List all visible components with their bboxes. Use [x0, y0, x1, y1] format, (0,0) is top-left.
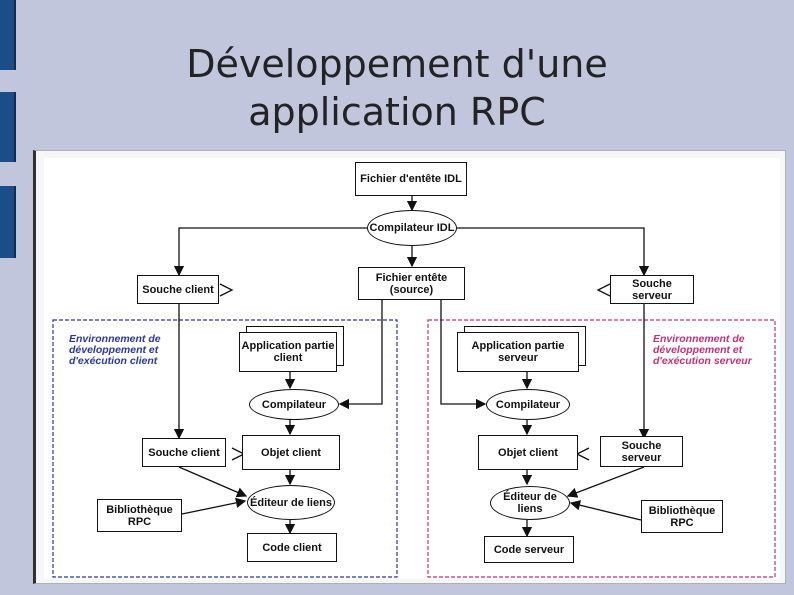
server-compiler-node: Compilateur — [486, 389, 570, 420]
server-compiler-label: Compilateur — [495, 398, 561, 411]
client-rpc-lib-box: Bibliothèque RPC — [97, 499, 182, 532]
edge-client-stub-to-linker — [178, 466, 248, 498]
server-app-box: Application partie serveur — [457, 332, 579, 372]
server-app-label: Application partie serveur — [471, 340, 565, 364]
client-linker-label: Éditeur de liens — [250, 496, 332, 509]
client-compiler-node: Compilateur — [249, 389, 339, 420]
client-linker-node: Éditeur de liens — [247, 485, 335, 520]
edge-server-stub-to-linker — [566, 466, 645, 498]
client-code-box: Code client — [247, 533, 337, 562]
client-env-region — [52, 319, 398, 578]
server-object-label: Objet client — [498, 446, 558, 459]
server-env-label: Environnement de développement et d'exéc… — [653, 333, 752, 367]
server-env-region — [427, 319, 776, 578]
client-app-label: Application partie client — [241, 340, 335, 364]
server-rpc-lib-box: Bibliothèque RPC — [641, 500, 723, 533]
client-code-label: Code client — [262, 541, 322, 554]
server-object-box: Objet client — [478, 435, 578, 470]
server-stub-box: Souche serveur — [600, 436, 683, 467]
server-code-label: Code serveur — [493, 543, 565, 556]
idl-compiler-node: Compilateur IDL — [367, 210, 457, 246]
client-stub-top-box: Souche client — [137, 275, 219, 304]
server-linker-node: Éditeur de liens — [490, 486, 570, 520]
server-rpc-lib-label: Bibliothèque RPC — [648, 504, 716, 529]
client-stub-top-label: Souche client — [142, 283, 214, 296]
edge-client-lib-to-linker — [181, 497, 247, 515]
server-stub-label: Souche serveur — [621, 439, 662, 464]
slide-accent-bar — [0, 0, 16, 70]
slide-accent-bar — [0, 92, 16, 162]
source-header-label: Fichier entête (source) — [375, 271, 448, 296]
server-stub-top-label: Souche serveur — [632, 277, 672, 302]
client-rpc-lib-label: Bibliothèque RPC — [106, 503, 173, 528]
server-code-box: Code serveur — [484, 536, 574, 563]
diagram-connectors — [52, 196, 776, 578]
client-app-box: Application partie client — [239, 332, 337, 372]
slide-title-line-1: Développement d'une — [186, 42, 608, 86]
idl-header-box: Fichier d'entête IDL — [355, 162, 467, 196]
client-stub-chevron — [219, 283, 234, 297]
client-stub-label: Souche client — [148, 446, 220, 459]
idl-compiler-label: Compilateur IDL — [369, 222, 455, 234]
client-object-box: Objet client — [242, 435, 340, 470]
server-stub-top-box: Souche serveur — [610, 275, 694, 304]
client-env-label: Environnement de développement et d'exéc… — [69, 333, 161, 367]
client-object-label: Objet client — [261, 446, 321, 459]
slide-title-line-2: application RPC — [248, 90, 546, 134]
source-header-box: Fichier entête (source) — [358, 267, 465, 300]
idl-header-label: Fichier d'entête IDL — [360, 173, 462, 185]
server-linker-label: Éditeur de liens — [503, 491, 557, 515]
edge-server-lib-to-linker — [569, 500, 642, 521]
slide-title: Développement d'une application RPC — [0, 40, 794, 136]
server-stub-chevron-lower — [575, 447, 590, 461]
client-stub-box: Souche client — [142, 438, 226, 467]
edge-header-to-server-compiler — [440, 299, 487, 410]
edge-compiler-to-server-stub — [457, 227, 650, 277]
client-compiler-label: Compilateur — [261, 398, 327, 411]
rpc-diagram: Fichier d'entête IDL Compilateur IDL Fic… — [44, 158, 780, 579]
slide-accent-bar — [0, 186, 16, 258]
edge-compiler-to-client-stub — [173, 227, 367, 277]
edge-header-to-client-compiler — [338, 299, 383, 410]
server-stub-chevron — [596, 283, 611, 297]
